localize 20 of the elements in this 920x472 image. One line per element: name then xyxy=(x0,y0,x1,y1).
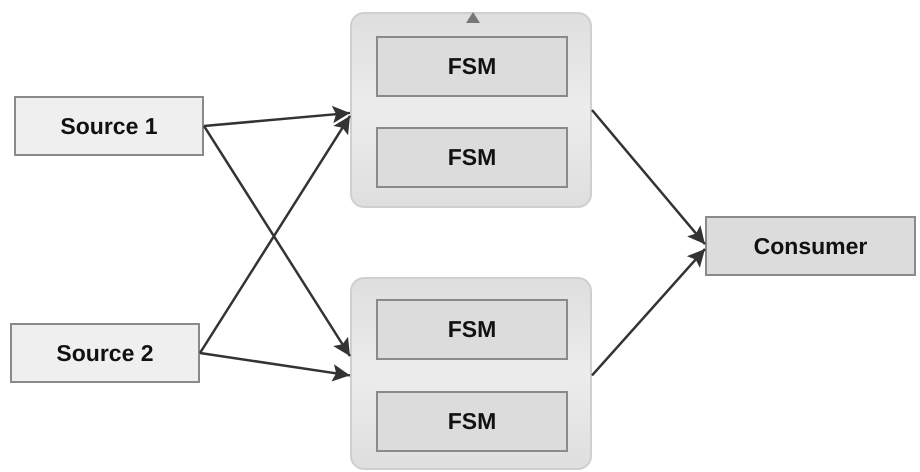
process-box xyxy=(376,299,568,360)
process-box xyxy=(10,323,200,383)
arrow xyxy=(591,109,706,245)
box-label: FSM xyxy=(448,316,496,343)
box-label: FSM xyxy=(448,144,496,171)
arrow xyxy=(591,248,706,376)
arrow xyxy=(204,106,350,128)
container-box xyxy=(350,277,592,470)
process-box xyxy=(376,391,568,452)
arrow xyxy=(200,352,350,382)
process-box xyxy=(14,96,204,156)
box-label: Source 2 xyxy=(56,340,154,366)
process-box xyxy=(376,127,568,188)
box-label: FSM xyxy=(448,408,496,435)
box-label: Consumer xyxy=(754,232,868,260)
container-box xyxy=(350,12,592,208)
process-box xyxy=(376,36,568,97)
box-label: FSM xyxy=(448,53,496,80)
process-box xyxy=(705,216,916,276)
box-label: Source 1 xyxy=(60,112,158,140)
